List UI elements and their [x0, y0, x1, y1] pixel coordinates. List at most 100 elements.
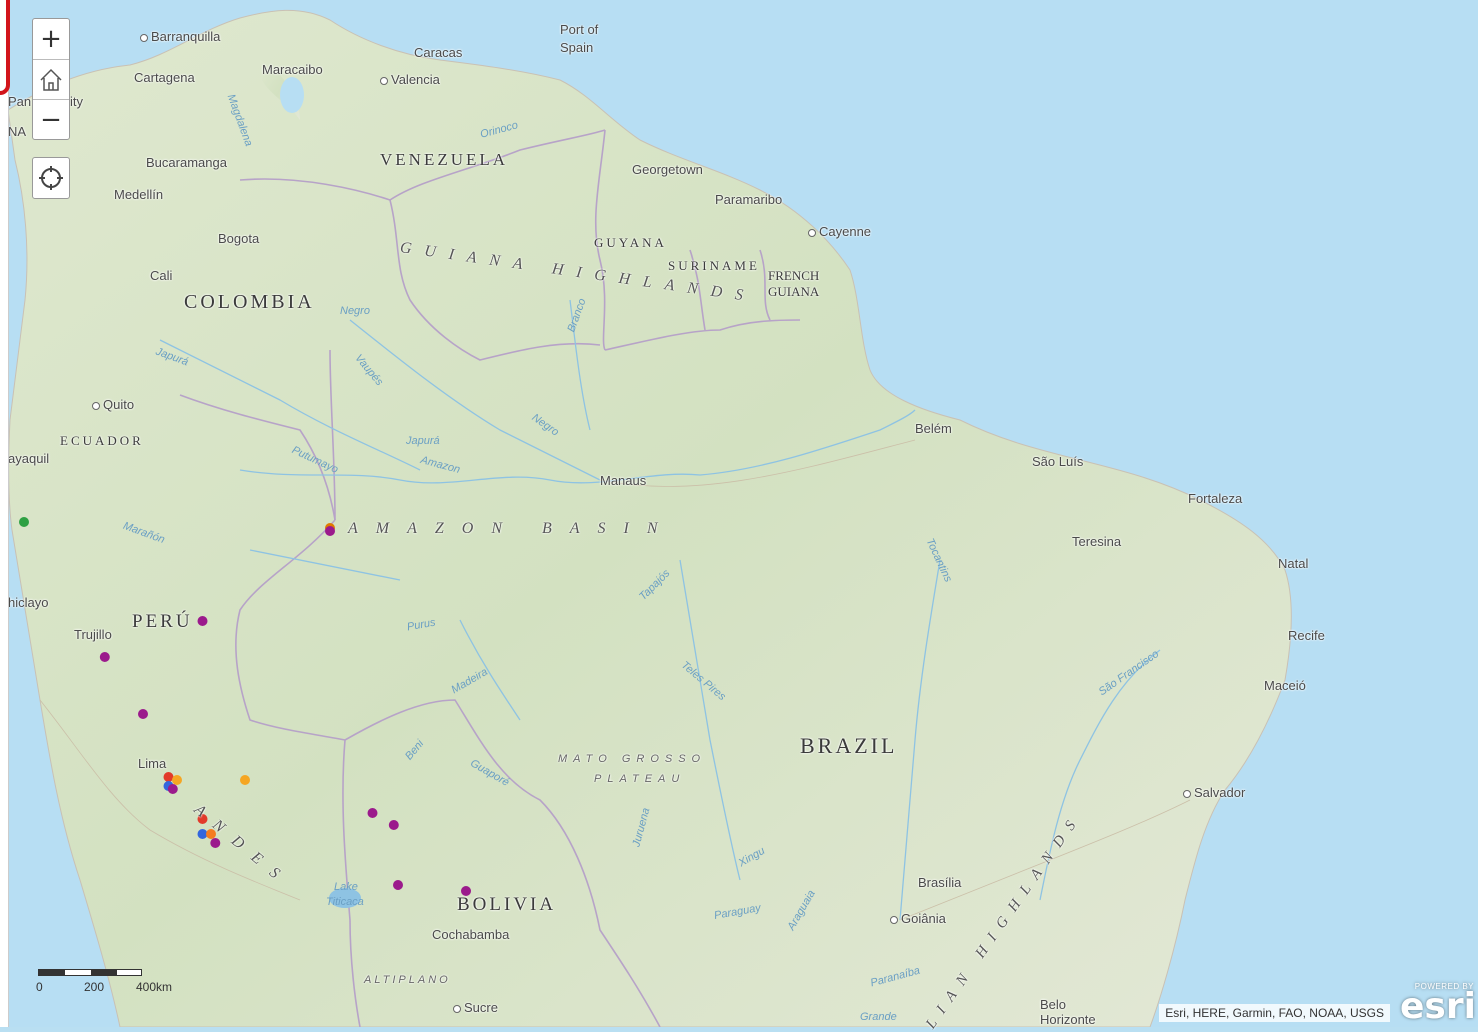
city-cochabamba: Cochabamba: [432, 927, 510, 942]
locate-control: [32, 157, 70, 199]
continent-land: [7, 9, 1292, 1027]
map-point-0[interactable]: [19, 517, 29, 527]
attribution[interactable]: Esri, HERE, Garmin, FAO, NOAA, USGS: [1159, 1004, 1390, 1022]
city-cartagena: Cartagena: [134, 70, 195, 85]
locate-icon: [39, 166, 63, 190]
region-mato-grosso: MATO GROSSO: [558, 753, 707, 765]
country-suriname: SURINAME: [668, 258, 760, 273]
map-point-4[interactable]: [99, 652, 110, 662]
country-french: FRENCH: [768, 268, 820, 283]
map-point-2[interactable]: [325, 526, 335, 536]
map-point-10[interactable]: [240, 775, 250, 785]
zoom-control: + −: [32, 18, 70, 140]
country-venezuela: VENEZUELA: [380, 150, 509, 169]
city-trujillo: Trujillo: [74, 627, 112, 642]
city-manaus: Manaus: [600, 473, 647, 488]
city-natal: Natal: [1278, 556, 1309, 571]
lake-titicaca-label: Titicaca: [326, 896, 364, 908]
city-cayenne: Cayenne: [808, 225, 871, 238]
zoom-in-button[interactable]: +: [33, 19, 69, 59]
esri-wordmark: esri: [1400, 986, 1476, 1027]
city-horizonte: Horizonte: [1040, 1012, 1096, 1027]
locate-button[interactable]: [33, 158, 69, 198]
city-belem: Belém: [915, 421, 952, 436]
map-point-7[interactable]: [172, 775, 182, 785]
home-button[interactable]: [33, 59, 69, 99]
rivers: [159, 299, 1161, 921]
plus-icon: +: [40, 24, 62, 54]
city-belo: Belo: [1040, 997, 1067, 1012]
city-pan: Pan: [8, 94, 32, 109]
country-guyana: GUYANA: [594, 235, 667, 250]
city-teresina: Teresina: [1072, 534, 1122, 549]
city-sao-luis: São Luís: [1032, 454, 1084, 469]
map-point-14[interactable]: [210, 838, 221, 848]
region-amazon-basin: AMAZON BASIN: [348, 520, 676, 537]
map-point-13[interactable]: [206, 829, 216, 839]
river-grande: Grande: [860, 1011, 897, 1023]
city-fortaleza: Fortaleza: [1188, 491, 1243, 506]
country-na: NA: [8, 124, 27, 139]
city-sucre: Sucre: [453, 1001, 498, 1014]
roads: [39, 439, 1191, 921]
city-lima: Lima: [138, 756, 167, 771]
lake-maracaibo: [280, 77, 304, 113]
esri-logo[interactable]: POWERED BY esri: [1400, 982, 1476, 1027]
city-chiclayo: hiclayo: [8, 595, 49, 610]
scale-label-0: 0: [36, 980, 43, 994]
map-point-12[interactable]: [197, 829, 208, 839]
observation-points[interactable]: [19, 517, 471, 896]
scale-bar: 0 200 400km: [36, 969, 172, 994]
city-ity: ity: [70, 94, 83, 109]
city-port-of: Port of: [560, 22, 599, 37]
city-maracaibo: Maracaibo: [262, 62, 323, 77]
city-salvador: Salvador: [1183, 786, 1245, 799]
region-altiplano: ALTIPLANO: [364, 974, 451, 986]
lake-titicaca: [329, 888, 361, 908]
river-negro-1: Negro: [340, 305, 370, 317]
city-brasilia: Brasília: [918, 875, 962, 890]
map-point-11[interactable]: [197, 814, 208, 824]
city-cali: Cali: [150, 268, 173, 283]
borders: [179, 129, 801, 1027]
city-recife: Recife: [1288, 628, 1325, 643]
scale-label-400: 400km: [136, 980, 173, 994]
city-medellin: Medellín: [114, 187, 164, 202]
map-point-15[interactable]: [367, 808, 378, 818]
city-bucaramanga: Bucaramanga: [146, 155, 227, 170]
city-valencia: Valencia: [380, 73, 440, 86]
city-georgetown: Georgetown: [632, 162, 703, 177]
map-point-3[interactable]: [197, 616, 208, 626]
river-japura-2: Japurá: [406, 435, 440, 447]
lake-label: Lake: [334, 881, 358, 893]
city-caracas: Caracas: [414, 45, 463, 60]
city-goiania: Goiânia: [890, 912, 946, 925]
country-bolivia: BOLIVIA: [457, 894, 557, 915]
map-point-9[interactable]: [167, 784, 178, 794]
city-guayaquil: ayaquil: [8, 451, 50, 466]
map-point-16[interactable]: [388, 820, 399, 830]
region-plateau: PLATEAU: [594, 773, 686, 785]
city-paramaribo: Paramaribo: [715, 192, 783, 207]
country-colombia: COLOMBIA: [184, 291, 315, 313]
city-quito: Quito: [92, 398, 134, 411]
map-point-18[interactable]: [461, 886, 471, 896]
country-brazil: BRAZIL: [800, 733, 898, 758]
scale-bar-graphic: [38, 969, 142, 976]
map-point-5[interactable]: [138, 709, 148, 719]
city-maceio: Maceió: [1264, 678, 1306, 693]
zoom-out-button[interactable]: −: [33, 99, 69, 139]
powered-by-label: POWERED BY: [1414, 982, 1474, 991]
side-panel-edge: [0, 0, 9, 1027]
minus-icon: −: [40, 104, 62, 135]
country-guiana: GUIANA: [768, 284, 820, 299]
country-peru: PERÚ: [132, 611, 193, 632]
map-point-17[interactable]: [393, 880, 403, 890]
home-icon: [40, 68, 62, 91]
scale-label-200: 200: [84, 980, 105, 994]
country-ecuador: ECUADOR: [60, 433, 144, 448]
map-point-6[interactable]: [163, 772, 174, 782]
selection-highlight: [0, 0, 10, 95]
